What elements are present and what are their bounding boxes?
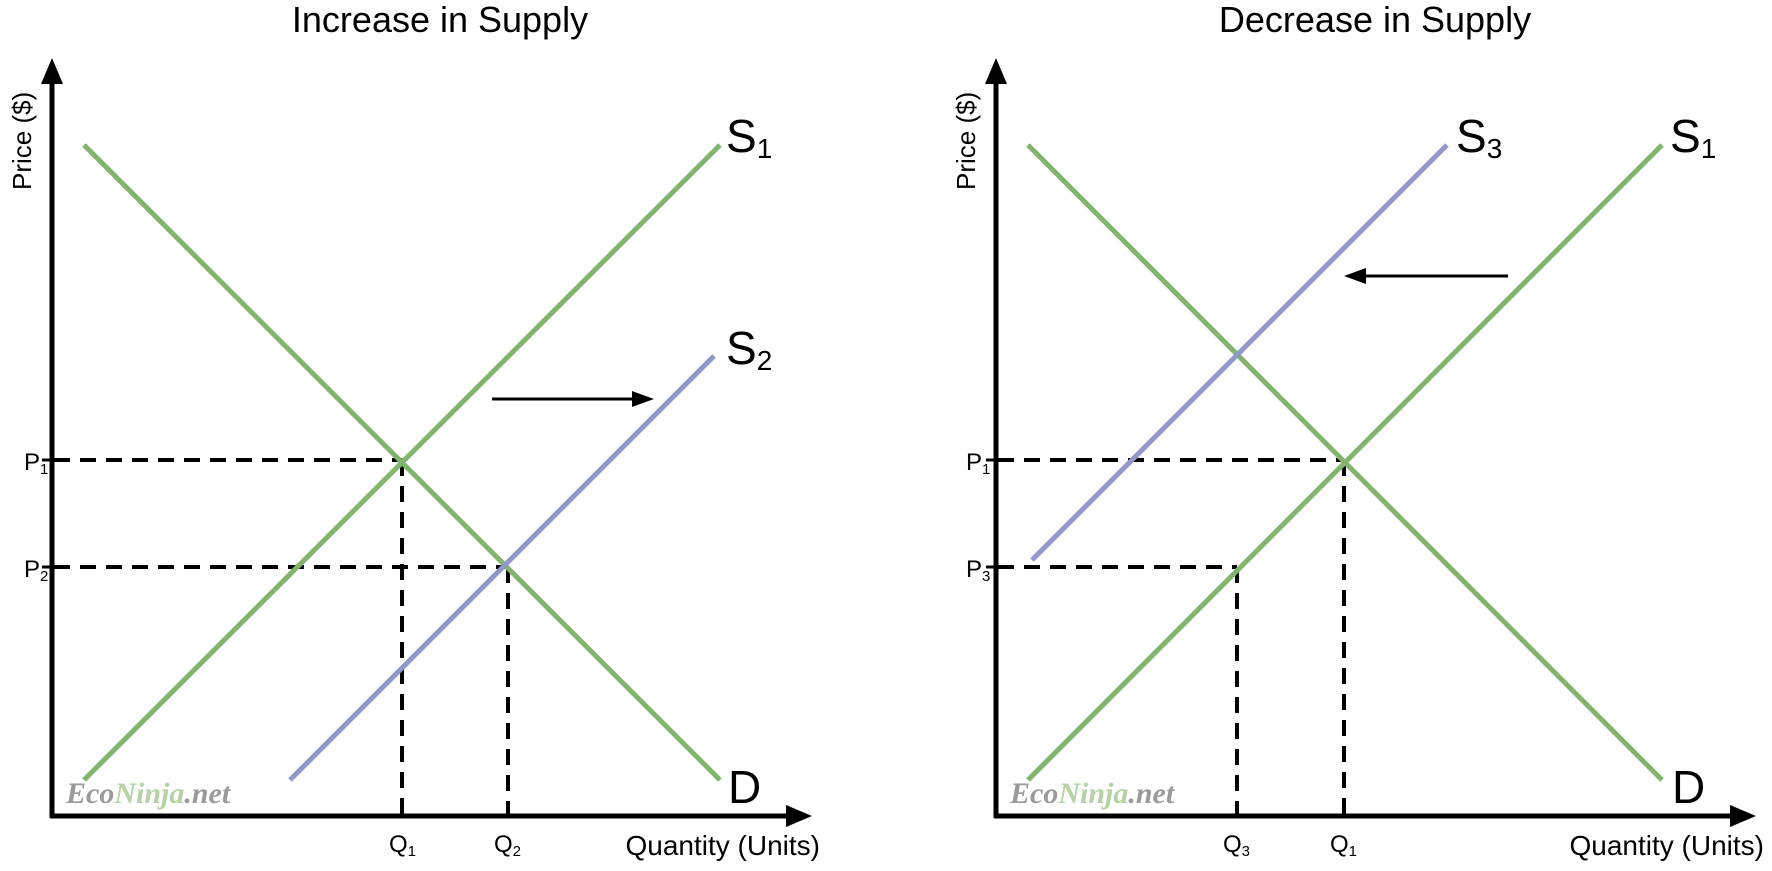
curve-label-d: D xyxy=(728,761,761,813)
curve-label-s1: S1 xyxy=(1670,110,1716,164)
quantity-label-q1: Q1 xyxy=(389,831,416,860)
panel-title: Decrease in Supply xyxy=(1219,0,1531,40)
x-axis-arrow-icon xyxy=(786,805,812,827)
price-label-p1: P1 xyxy=(24,449,48,478)
supply-curve-s2 xyxy=(288,354,716,782)
left-arrow-icon xyxy=(1344,268,1366,284)
price-label-p3: P3 xyxy=(966,556,990,585)
watermark-logo: EcoNinja.net xyxy=(1009,777,1176,810)
right-arrow-icon xyxy=(632,391,654,407)
quantity-label-q3: Q3 xyxy=(1223,831,1250,860)
y-axis-label: Price ($) xyxy=(951,92,981,190)
price-label-p1: P1 xyxy=(966,449,990,478)
curve-label-s3: S3 xyxy=(1456,110,1502,164)
panel-title: Increase in Supply xyxy=(292,0,588,40)
quantity-label-q2: Q2 xyxy=(494,831,521,860)
equilibrium-guides xyxy=(54,458,510,814)
x-axis-label: Quantity (Units) xyxy=(1570,830,1765,861)
curve-label-d: D xyxy=(1672,761,1705,813)
panel-increase-in-supply: Increase in Supply Price ($) Quantity (U… xyxy=(7,0,820,861)
y-axis-arrow-icon xyxy=(41,58,63,84)
x-axis-label: Quantity (Units) xyxy=(626,830,821,861)
equilibrium-guides xyxy=(998,458,1346,814)
y-axis-label: Price ($) xyxy=(7,92,37,190)
curve-label-s2: S2 xyxy=(726,322,772,376)
supply-curve-s1 xyxy=(82,143,722,782)
x-axis-arrow-icon xyxy=(1730,805,1756,827)
quantity-label-q1: Q1 xyxy=(1330,831,1357,860)
panel-decrease-in-supply: Decrease in Supply Price ($) Quantity (U… xyxy=(951,0,1764,861)
supply-curve-s1 xyxy=(1026,143,1664,782)
curve-label-s1: S1 xyxy=(726,110,772,164)
y-axis-arrow-icon xyxy=(985,58,1007,84)
price-label-p2: P2 xyxy=(24,556,48,585)
supply-curve-s3 xyxy=(1030,143,1449,562)
watermark-logo: EcoNinja.net xyxy=(65,777,232,810)
